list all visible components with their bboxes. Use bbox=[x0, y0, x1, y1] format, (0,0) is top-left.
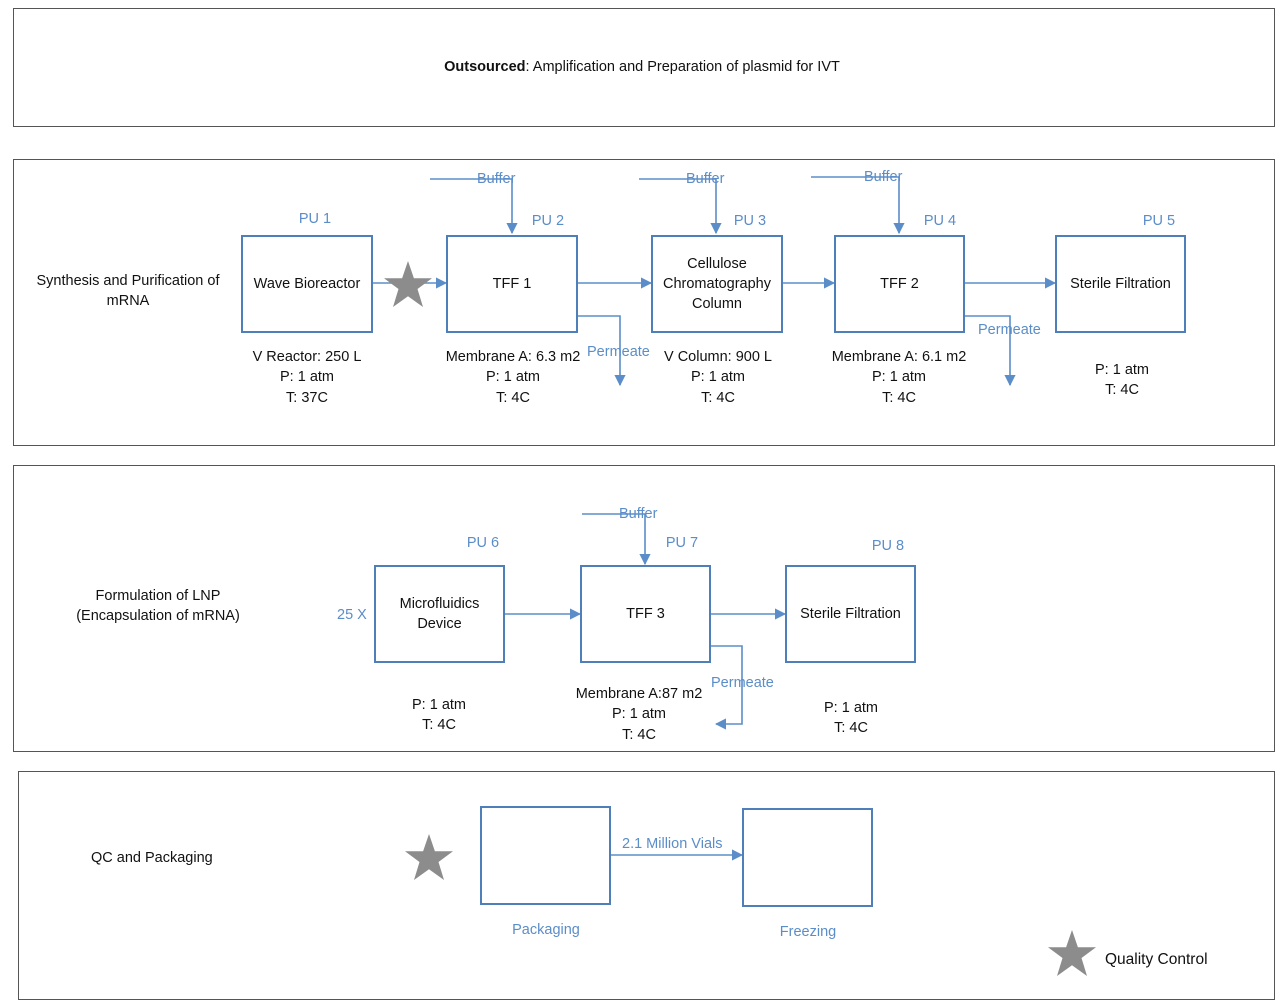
pu4-params: Membrane A: 6.1 m2 P: 1 atm T: 4C bbox=[831, 349, 967, 406]
pu-label-8: PU 8 bbox=[871, 538, 905, 554]
outsourced-text: Outsourced: Amplification and Preparatio… bbox=[444, 57, 840, 77]
packaging-label: Packaging bbox=[512, 922, 580, 938]
pu1-params: V Reactor: 250 L P: 1 atm T: 37C bbox=[252, 349, 362, 406]
pu-label-5: PU 5 bbox=[1142, 213, 1176, 229]
pu-label-4: PU 4 bbox=[923, 213, 957, 229]
input-label-25x: 25 X bbox=[337, 607, 367, 623]
freezing-label: Freezing bbox=[779, 924, 837, 940]
vials-flow-label: 2.1 Million Vials bbox=[622, 836, 723, 852]
pu8-params: P: 1 atm T: 4C bbox=[824, 700, 878, 737]
permeate-label-1: Permeate bbox=[587, 344, 650, 360]
sterile-filtration-box-1: Sterile Filtration bbox=[1055, 235, 1186, 333]
buffer-label-4: Buffer bbox=[619, 506, 658, 522]
sterile-filtration-box-2: Sterile Filtration bbox=[785, 565, 916, 663]
buffer-label-2: Buffer bbox=[686, 171, 725, 187]
pu2-params: Membrane A: 6.3 m2 P: 1 atm T: 4C bbox=[445, 349, 581, 406]
section3-label: QC and Packaging bbox=[91, 850, 213, 866]
pu6-params: P: 1 atm T: 4C bbox=[412, 697, 466, 734]
permeate-label-2: Permeate bbox=[978, 322, 1041, 338]
legend-star-icon bbox=[1048, 930, 1096, 976]
buffer-label-1: Buffer bbox=[477, 171, 516, 187]
tff1-box: TFF 1 bbox=[446, 235, 578, 333]
pu-label-1: PU 1 bbox=[298, 211, 332, 227]
pu-label-6: PU 6 bbox=[466, 535, 500, 551]
pu7-params: Membrane A:87 m2 P: 1 atm T: 4C bbox=[575, 686, 703, 743]
tff3-box: TFF 3 bbox=[580, 565, 711, 663]
outsourced-panel bbox=[13, 8, 1275, 127]
section2-label: Formulation of LNP (Encapsulation of mRN… bbox=[76, 588, 240, 625]
buffer-label-3: Buffer bbox=[864, 169, 903, 185]
pu3-params: V Column: 900 L P: 1 atm T: 4C bbox=[663, 349, 773, 406]
microfluidics-device-box: Microfluidics Device bbox=[374, 565, 505, 663]
freezing-box bbox=[742, 808, 873, 907]
pu-label-2: PU 2 bbox=[531, 213, 565, 229]
legend-quality-control-label: Quality Control bbox=[1105, 951, 1208, 968]
pu-label-7: PU 7 bbox=[665, 535, 699, 551]
packaging-box bbox=[480, 806, 611, 905]
outsourced-bold: Outsourced bbox=[444, 59, 526, 75]
quality-control-star-icon-2 bbox=[405, 834, 453, 880]
tff2-box: TFF 2 bbox=[834, 235, 965, 333]
permeate-label-3: Permeate bbox=[711, 675, 774, 691]
quality-control-star-icon bbox=[384, 261, 432, 307]
pu5-params: P: 1 atm T: 4C bbox=[1095, 362, 1149, 399]
wave-bioreactor-box: Wave Bioreactor bbox=[241, 235, 373, 333]
pu-label-3: PU 3 bbox=[733, 213, 767, 229]
chromatography-column-box: Cellulose Chromatography Column bbox=[651, 235, 783, 333]
section1-label: Synthesis and Purification of mRNA bbox=[36, 273, 220, 310]
outsourced-desc: : Amplification and Preparation of plasm… bbox=[525, 59, 840, 75]
